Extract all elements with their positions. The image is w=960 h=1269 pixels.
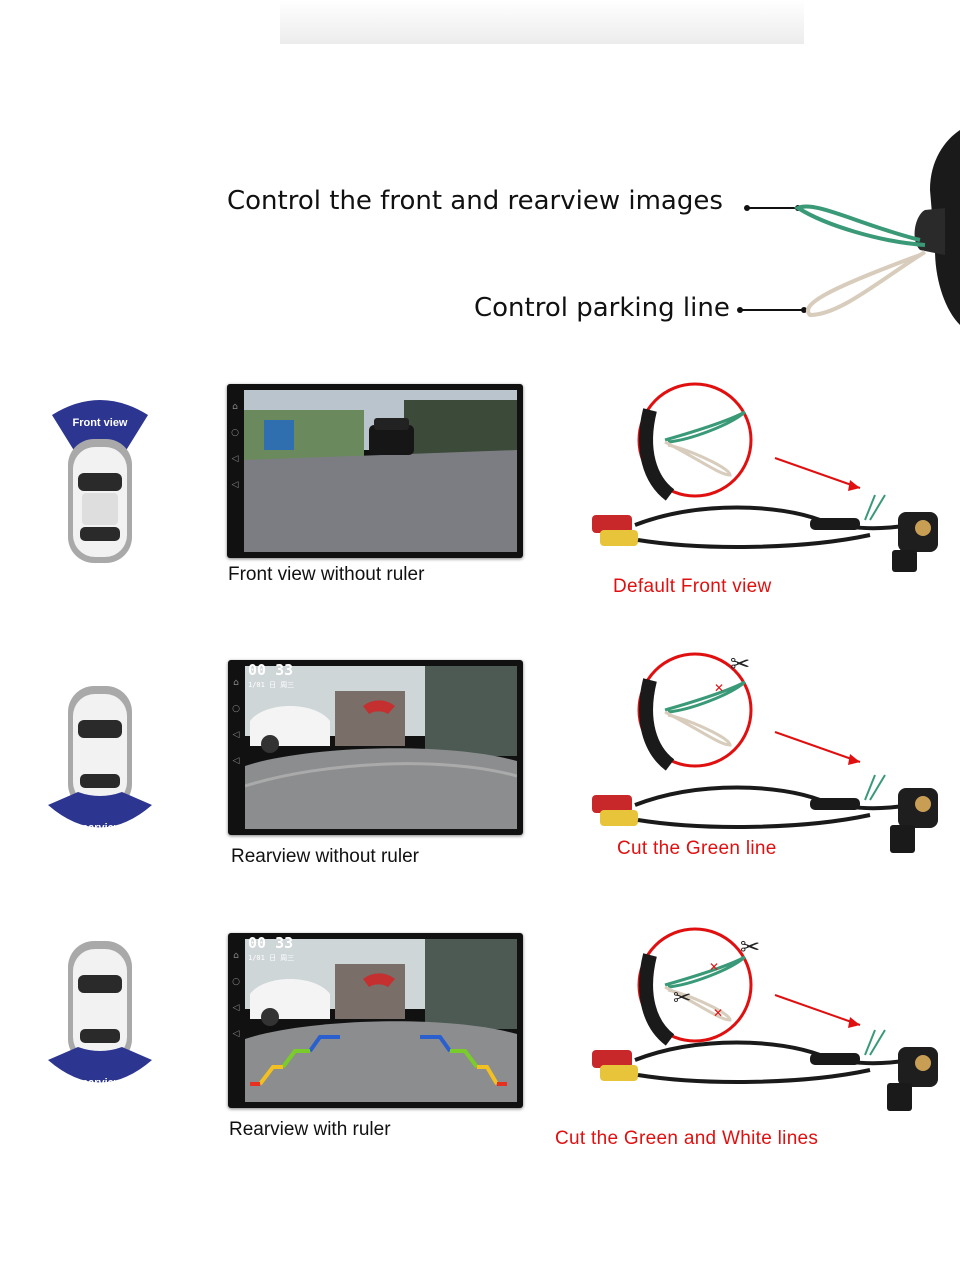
car-front-view-graphic [52,400,148,563]
screen-caption: Front view without ruler [228,564,425,585]
wiring-diagram-default [592,382,938,572]
car-rear-view-graphic [48,941,152,1083]
car-diagram-rear: rearview [0,660,200,850]
clock-date: 1/01 日 周三 [248,681,295,689]
head-unit-screen-rear-ruler: ⌂○◁◁ 00 33 1/01 日 周三 [228,933,523,1108]
parking-line-control-label: Control parking line [474,293,730,323]
screen-caption: Rearview with ruler [229,1119,391,1140]
car-rear-view-graphic [48,686,152,828]
front-camera-image [244,390,517,552]
top-banner-strip [280,0,804,44]
head-unit-side-buttons: ⌂○◁◁ [232,678,240,766]
screen-clock: 00 33 1/01 日 周三 [248,663,294,693]
car-badge-label: rearview [77,1077,123,1089]
wiring-diagram-cut-green-white: ✕ ✕ ✂ ✂ [592,927,938,1111]
wiring-caption: Cut the Green and White lines [555,1128,819,1149]
clock-time: 00 33 [248,934,294,952]
head-unit-side-buttons: ⌂○◁◁ [232,951,240,1039]
rear-camera-image-with-guides [245,939,517,1102]
car-diagram-rear-ruler: rearview [0,915,200,1105]
head-unit-side-buttons: ⌂○◁◁ [231,402,239,490]
clock-time: 00 33 [248,661,294,679]
car-badge-label: rearview [77,822,123,834]
head-unit-screen-front: ⌂○◁◁ [227,384,523,558]
svg-text:✕: ✕ [714,681,724,695]
wiring-caption: Cut the Green line [617,838,777,859]
clock-date: 1/01 日 周三 [248,954,295,962]
svg-text:✂: ✂ [740,933,760,961]
svg-text:✕: ✕ [713,1006,723,1020]
screen-caption: Rearview without ruler [231,846,419,867]
camera-wire-closeup [737,130,960,325]
wiring-caption: Default Front view [613,576,772,597]
car-diagram-front: Front view [0,385,200,575]
car-badge-label: Front view [72,417,128,429]
front-rear-control-label: Control the front and rearview images [227,186,723,216]
svg-text:✂: ✂ [673,986,691,1011]
rear-camera-image [245,666,517,829]
wiring-diagram-cut-green: ✕ ✂ [592,650,938,853]
head-unit-screen-rear: ⌂○◁◁ 00 33 1/01 日 周三 [228,660,523,835]
svg-text:✕: ✕ [709,960,719,974]
svg-text:✂: ✂ [730,650,750,678]
screen-clock: 00 33 1/01 日 周三 [248,936,294,966]
